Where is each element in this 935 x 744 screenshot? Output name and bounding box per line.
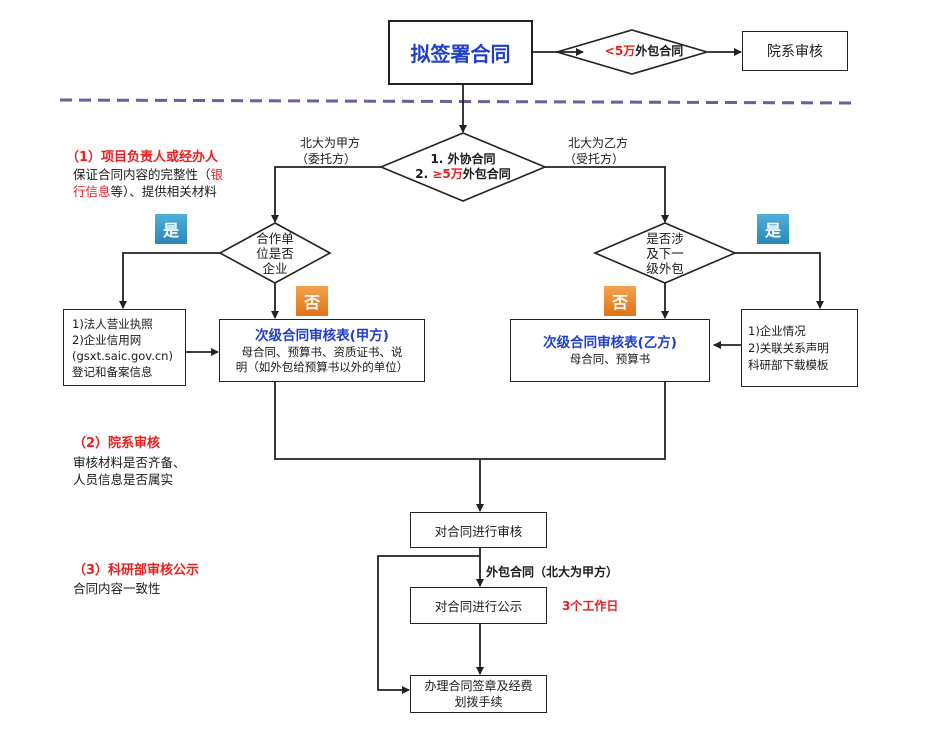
branch-diamond-line2-red: ≥5万 xyxy=(432,167,463,181)
arrow-branch-left xyxy=(271,166,381,223)
dept-review-node: 院系审核 xyxy=(742,31,848,71)
start-node-label: 拟签署合同 xyxy=(410,42,511,66)
decision-top-label: <5万外包合同 xyxy=(594,44,694,59)
right-diamond-l2: 及下一 xyxy=(646,246,684,261)
step3-line1: 合同内容一致性 xyxy=(73,581,161,596)
right-diamond-l1: 是否涉 xyxy=(646,231,684,246)
arrow-left-yes xyxy=(119,252,220,309)
review-contract-label: 对合同进行审核 xyxy=(434,523,523,539)
dept-review-label: 院系审核 xyxy=(767,44,823,60)
outsource-note: 外包合同（北大为甲方） xyxy=(486,565,619,579)
sign-label-line2: 划拨手续 xyxy=(454,695,503,709)
left-info-line4: 登记和备案信息 xyxy=(72,364,153,379)
arrow-branch-right xyxy=(545,166,669,223)
decision-diamond-top-shape xyxy=(554,29,710,75)
left-info-box: 1)法人营业执照 2)企业信用网 (gsxt.saic.gov.cn) 登记和备… xyxy=(63,309,186,386)
left-diamond-l1: 合作单 xyxy=(256,231,294,246)
step1-line2-text: 等）、提供相关材料 xyxy=(110,184,217,199)
step1-line2-red: 行信息 xyxy=(73,184,111,199)
right-info-line1: 1)企业情况 xyxy=(748,323,806,338)
publicity-node: 对合同进行公示 xyxy=(410,587,547,624)
step1-line1-text: 保证合同内容的完整性（ xyxy=(73,167,211,182)
decision-top-type: 外包合同 xyxy=(635,44,684,58)
branch-left-label1: 北大为甲方 xyxy=(300,136,361,150)
arrow-right-yes xyxy=(735,252,824,309)
sign-node: 办理合同签章及经费 划拨手续 xyxy=(410,675,547,713)
arrow-review-bypass-to-sign xyxy=(377,555,480,694)
right-diamond-text: 是否涉 及下一 级外包 xyxy=(635,231,695,276)
branch-diamond-line2-pre: 2. xyxy=(415,167,433,181)
start-node: 拟签署合同 xyxy=(388,20,533,85)
left-diamond-text: 合作单 位是否 企业 xyxy=(245,231,305,276)
branch-diamond-line1: 1. 外协合同 xyxy=(430,152,496,166)
branch-diamond-line2-post: 外包合同 xyxy=(462,167,511,181)
left-form-line2: 明（如外包给预算书以外的单位） xyxy=(235,359,409,374)
left-form-line1: 母合同、预算书、资质证书、说 xyxy=(241,344,403,359)
step1-line1: 保证合同内容的完整性（银 xyxy=(73,167,223,183)
left-diamond-l3: 企业 xyxy=(262,261,288,276)
step2-title: （2）院系审核 xyxy=(73,436,161,451)
publicity-days: 3个工作日 xyxy=(562,599,619,613)
decision-diamond-branch-shape xyxy=(378,132,548,202)
dashed-separator xyxy=(59,98,856,105)
branch-left-label2: （委托方） xyxy=(296,152,357,166)
right-info-box: 1)企业情况 2)关联关系声明 科研部下载模板 xyxy=(741,309,858,387)
right-diamond-l3: 级外包 xyxy=(646,261,684,276)
right-form-title: 次级合同审核表(乙方) xyxy=(543,335,677,351)
step1-line2: 行信息等）、提供相关材料 xyxy=(73,184,217,200)
left-info-line3: (gsxt.saic.gov.cn) xyxy=(72,348,173,363)
left-diamond-l2: 位是否 xyxy=(256,246,294,261)
step3-title: （3）科研部审核公示 xyxy=(73,563,200,578)
step2-line1: 审核材料是否齐备、 xyxy=(73,455,186,470)
branch-diamond-line2: 2. ≥5万外包合同 xyxy=(403,167,523,182)
right-form-box: 次级合同审核表(乙方) 母合同、预算书 xyxy=(510,319,710,382)
left-form-title: 次级合同审核表(甲方) xyxy=(255,327,389,344)
left-no-badge: 否 xyxy=(296,286,328,316)
branch-right-label1: 北大为乙方 xyxy=(568,136,629,150)
right-info-line2: 2)关联关系声明 xyxy=(748,340,829,355)
decision-top-threshold: <5万 xyxy=(604,44,636,58)
publicity-label: 对合同进行公示 xyxy=(434,599,523,614)
right-no-badge: 否 xyxy=(604,286,636,316)
step2-line2: 人员信息是否属实 xyxy=(73,472,174,487)
left-form-box: 次级合同审核表(甲方) 母合同、预算书、资质证书、说 明（如外包给预算书以外的单… xyxy=(219,319,425,382)
arrow-left-form-to-merge xyxy=(274,382,666,460)
step1-line1-red: 银 xyxy=(210,167,224,182)
right-yes-badge: 是 xyxy=(757,214,789,244)
review-contract-node: 对合同进行审核 xyxy=(410,512,547,548)
right-form-line1: 母合同、预算书 xyxy=(569,352,651,366)
sign-label-line1: 办理合同签章及经费 xyxy=(424,679,533,693)
left-info-line1: 1)法人营业执照 xyxy=(72,316,153,331)
left-yes-badge: 是 xyxy=(155,214,187,244)
right-info-line3: 科研部下载模板 xyxy=(748,357,829,372)
branch-diamond-text: 1. 外协合同 2. ≥5万外包合同 xyxy=(403,152,523,182)
step1-title: （1）项目负责人或经办人 xyxy=(66,150,219,165)
left-info-line2: 2)企业信用网 xyxy=(72,332,142,347)
branch-right-label2: （受托方） xyxy=(564,152,625,166)
